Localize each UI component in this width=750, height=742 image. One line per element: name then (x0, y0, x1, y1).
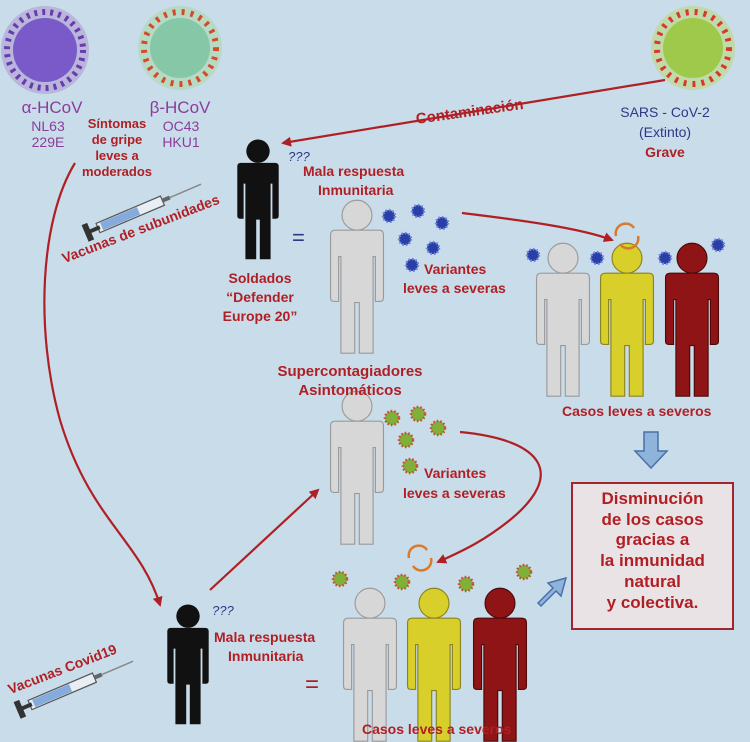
equals-sign-bottom: = (305, 671, 320, 698)
cases-top-label: Casos leves a severos (562, 403, 712, 419)
super-line-2: Asintomáticos (298, 382, 402, 399)
symptoms-line-2: de gripe (91, 132, 143, 147)
alpha-virus-icon (1, 6, 89, 94)
down-arrow-icon (633, 431, 669, 470)
sars-cov-2-icon (651, 6, 735, 90)
soldier-person-icon (237, 139, 279, 260)
conclusion-text: Disminución de los casos gracias a la in… (571, 489, 734, 613)
case-person-grey-bottom (342, 587, 398, 742)
response-top-line-1: Mala respuesta (303, 163, 405, 179)
question-marks-bottom: ??? (212, 603, 234, 618)
sars-status-label: (Extinto) (638, 124, 692, 140)
case-person-yellow-top (599, 242, 655, 397)
beta-strain-2: HKU1 (162, 134, 200, 150)
path-arrow-left (43, 162, 163, 607)
arrow-to-cases-top (461, 211, 614, 242)
case-person-yellow-bottom (406, 587, 462, 742)
conclusion-line-5: natural (624, 571, 681, 591)
soldiers-line-2: “Defender (226, 289, 294, 305)
case-person-darkred-bottom (472, 587, 528, 742)
variants-mid-line-1: Variantes (424, 465, 487, 481)
variants-mid-line-2: leves a severas (403, 485, 506, 501)
cycle-icon-bottom (407, 544, 433, 572)
arrow-to-cases-bottom (436, 430, 542, 564)
sars-cov-2-label: SARS - CoV-2 (620, 104, 710, 120)
beta-virus-icon (138, 6, 222, 90)
alpha-strain-1: NL63 (31, 118, 65, 134)
conclusion-line-4: la inmunidad (600, 551, 705, 571)
alpha-strain-2: 229E (31, 134, 65, 150)
grey-person-icon-top (329, 199, 385, 354)
conclusion-line-2: de los casos (601, 509, 704, 529)
covid-vaccinated-person-icon (167, 604, 209, 725)
soldiers-line-3: Europe 20” (222, 308, 298, 324)
contamination-arrow (281, 78, 666, 147)
virus-cluster-green-super (383, 405, 447, 475)
alpha-hcov-label: α-HCoV (21, 98, 83, 117)
case-person-darkred-top (664, 242, 720, 397)
symptoms-line-3: leves a (95, 148, 139, 163)
super-line-1: Supercontagiadores (277, 363, 423, 380)
response-bottom-line-1: Mala respuesta (214, 629, 316, 645)
variants-top-line-1: Variantes (424, 261, 487, 277)
variants-top-line-2: leves a severas (403, 280, 506, 296)
case-person-grey-top (535, 242, 591, 397)
cases-bottom-label: Casos leves a severos (362, 721, 512, 737)
beta-hcov-label: β-HCoV (149, 98, 211, 117)
cycle-icon-top (614, 222, 640, 250)
beta-strain-1: OC43 (162, 118, 200, 134)
soldiers-line-1: Soldados (228, 270, 292, 286)
grey-person-icon-super (329, 390, 385, 545)
response-bottom-line-2: Inmunitaria (228, 648, 304, 664)
conclusion-box (571, 482, 734, 630)
conclusion-line-3: gracias a (615, 530, 690, 550)
arrow-to-super (209, 488, 320, 591)
diagonal-arrow-icon (536, 576, 568, 608)
virus-cluster-green-cases (331, 563, 533, 593)
symptoms-line-1: Síntomas (87, 116, 147, 131)
conclusion-line-1: Disminución (601, 489, 704, 508)
symptoms-line-4: moderados (81, 164, 153, 179)
question-marks-top: ??? (288, 149, 310, 164)
equals-sign-top: = (292, 225, 305, 250)
conclusion-line-6: y colectiva. (606, 592, 699, 612)
response-top-line-2: Inmunitaria (318, 182, 394, 198)
sars-severity-label: Grave (645, 144, 685, 160)
